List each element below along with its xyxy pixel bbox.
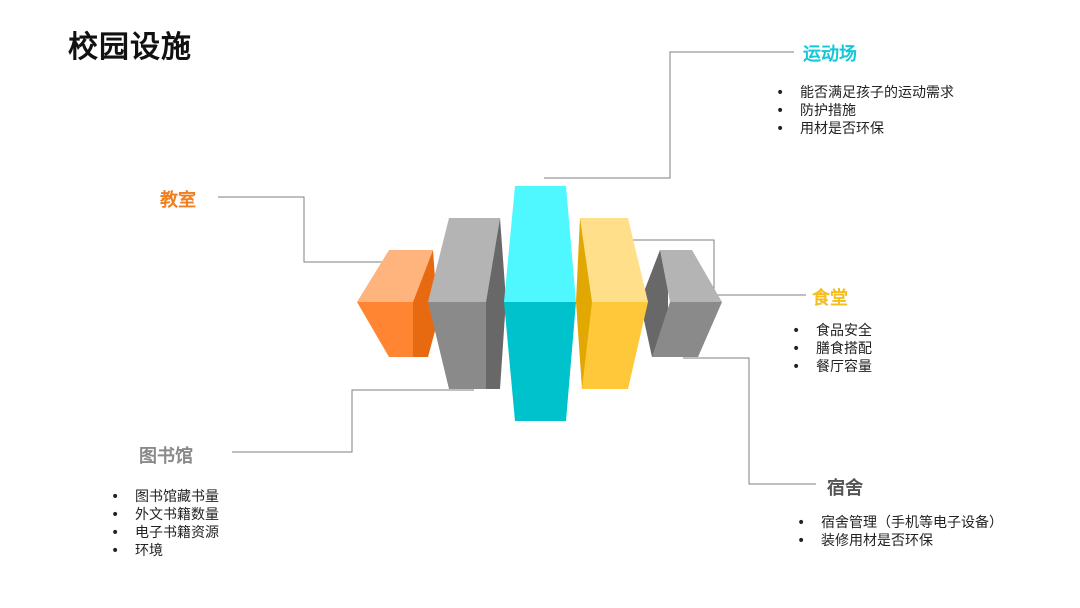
connector-lines [218, 51, 816, 485]
dormitory-label: 宿舍 [827, 478, 863, 499]
canteen-bullet-list: 食品安全 膳食搭配 餐厅容量 [792, 322, 872, 376]
dormitory-bullet-list: 宿舍管理（手机等电子设备） 装修用材是否环保 [797, 514, 1003, 550]
dormitory-block-top [660, 250, 722, 302]
playground-bullet-list: 能否满足孩子的运动需求 防护措施 用材是否环保 [776, 84, 954, 138]
dormitory-item-2: 装修用材是否环保 [797, 532, 1003, 550]
canteen-block-top [580, 218, 648, 302]
canteen-item-1: 食品安全 [792, 322, 872, 340]
playground-label: 运动场 [803, 44, 857, 65]
canteen-item-2: 膳食搭配 [792, 340, 872, 358]
playground-block-front [504, 302, 576, 421]
classroom-block [357, 250, 438, 357]
library-block-front [428, 302, 486, 389]
library-bullet-list: 图书馆藏书量 外文书籍数量 电子书籍资源 环境 [111, 488, 219, 560]
classroom-label: 教室 [160, 190, 196, 211]
page-title: 校园设施 [68, 30, 192, 65]
connector-playground [544, 51, 794, 179]
connector-classroom [218, 196, 392, 263]
library-block-top [428, 218, 500, 302]
connector-dormitory [683, 357, 816, 485]
canteen-item-3: 餐厅容量 [792, 358, 872, 376]
connector-canteen [630, 239, 806, 296]
playground-item-2: 防护措施 [776, 102, 954, 120]
classroom-block-front [357, 302, 413, 357]
playground-item-3: 用材是否环保 [776, 120, 954, 138]
dormitory-block-front [652, 302, 722, 357]
canteen-block-front [582, 302, 648, 389]
library-block [428, 218, 506, 389]
library-block-side [486, 218, 506, 389]
canteen-block [576, 218, 648, 389]
library-item-2: 外文书籍数量 [111, 506, 219, 524]
canteen-label: 食堂 [812, 288, 848, 309]
connector-library [232, 389, 474, 453]
library-label: 图书馆 [139, 446, 193, 467]
playground-item-1: 能否满足孩子的运动需求 [776, 84, 954, 102]
dormitory-block [640, 250, 722, 357]
library-item-4: 环境 [111, 542, 219, 560]
classroom-block-side [413, 250, 438, 357]
library-item-3: 电子书籍资源 [111, 524, 219, 542]
playground-block-top [504, 186, 576, 302]
classroom-block-top [357, 250, 433, 302]
dormitory-item-1: 宿舍管理（手机等电子设备） [797, 514, 1003, 532]
playground-block [504, 186, 576, 421]
library-item-1: 图书馆藏书量 [111, 488, 219, 506]
